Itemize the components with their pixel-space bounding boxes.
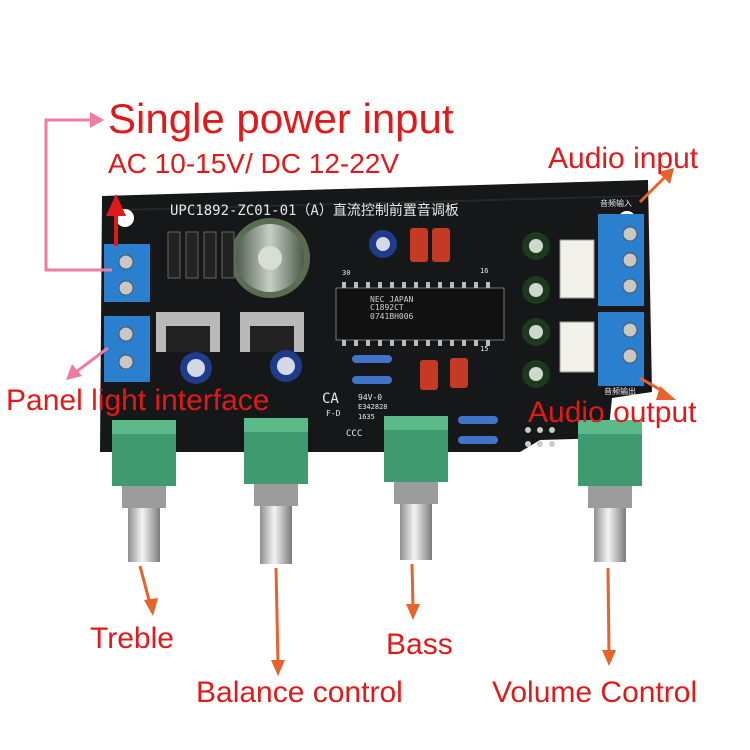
power-arrowhead — [90, 112, 104, 128]
ic-chip-line: 0741BH006 — [370, 311, 414, 321]
bass-label: Bass — [386, 628, 453, 661]
bass-potentiometer — [384, 416, 448, 560]
audio-output-terminal-block — [598, 312, 644, 386]
audio-input-silk: 音频输入 — [600, 199, 632, 208]
resistors — [352, 355, 498, 444]
balance-potentiometer — [244, 418, 308, 564]
volume-control-label: Volume Control — [492, 676, 698, 709]
audio-input-label: Audio input — [548, 142, 699, 175]
board-mark-pin15: 15 — [480, 345, 489, 353]
board-mark-pin16: 16 — [480, 267, 489, 275]
pin-header — [525, 427, 555, 447]
treble-arrow — [138, 565, 152, 605]
power-terminal-block — [104, 244, 150, 302]
ic-chip-label: NEC JAPAN C1892CT 0741BH006 — [370, 295, 414, 321]
single-power-input-label: Single power input — [108, 95, 454, 142]
treble-potentiometer — [112, 420, 176, 562]
audio-output-silk: 音频输出 — [604, 387, 636, 396]
balance-arrow — [274, 567, 280, 665]
audio-input-terminal-block — [598, 214, 644, 306]
panel-light-arrowhead — [66, 364, 82, 380]
bass-arrow — [410, 563, 415, 609]
pcb-trace — [117, 195, 641, 211]
board-mark-ul: 94V-0 — [358, 393, 383, 402]
white-connector — [559, 239, 595, 299]
ic-pins — [342, 282, 490, 346]
red-up-arrowhead — [106, 194, 126, 216]
audio-input-arrowhead — [658, 168, 674, 184]
treble-label: Treble — [90, 622, 174, 655]
audio-output-label: Audio output — [528, 396, 697, 429]
film-capacitors — [410, 228, 468, 390]
board-mark-cert: E342828 — [358, 403, 388, 411]
board-mark-date: 1635 — [358, 413, 375, 421]
balance-control-label: Balance control — [196, 676, 403, 709]
large-capacitor — [230, 218, 310, 298]
balance-arrowhead — [271, 660, 285, 676]
audio-output-arrowhead — [656, 386, 676, 400]
ic-chip — [335, 287, 505, 341]
voltage-regulators — [156, 312, 304, 352]
volume-arrow — [606, 567, 611, 655]
voltage-spec-label: AC 10-15V/ DC 12-22V — [108, 148, 400, 179]
treble-arrowhead — [144, 598, 158, 616]
panel-light-arrow — [75, 346, 109, 374]
ic-chip-line: C1892CT — [370, 303, 404, 313]
board-mark-fd: F-D — [326, 409, 341, 418]
panel-light-terminal-block — [104, 316, 150, 382]
volume-arrowhead — [602, 650, 616, 666]
small-capacitors — [180, 230, 550, 388]
ic-chip-line: NEC JAPAN — [370, 295, 414, 304]
ccc-logo: CCC — [346, 429, 363, 439]
diodes — [167, 231, 235, 279]
board-mark-pin30: 30 — [342, 269, 351, 277]
power-bracket-line — [44, 118, 112, 272]
bass-arrowhead — [406, 604, 420, 620]
panel-light-label: Panel light interface — [6, 384, 270, 417]
board-mark-ca: CA — [322, 391, 339, 407]
volume-potentiometer — [578, 420, 642, 562]
audio-input-arrow — [638, 176, 666, 204]
white-connector — [559, 321, 595, 373]
board-model-label: UPC1892-ZC01-01（A）直流控制前置音调板 — [170, 203, 459, 219]
